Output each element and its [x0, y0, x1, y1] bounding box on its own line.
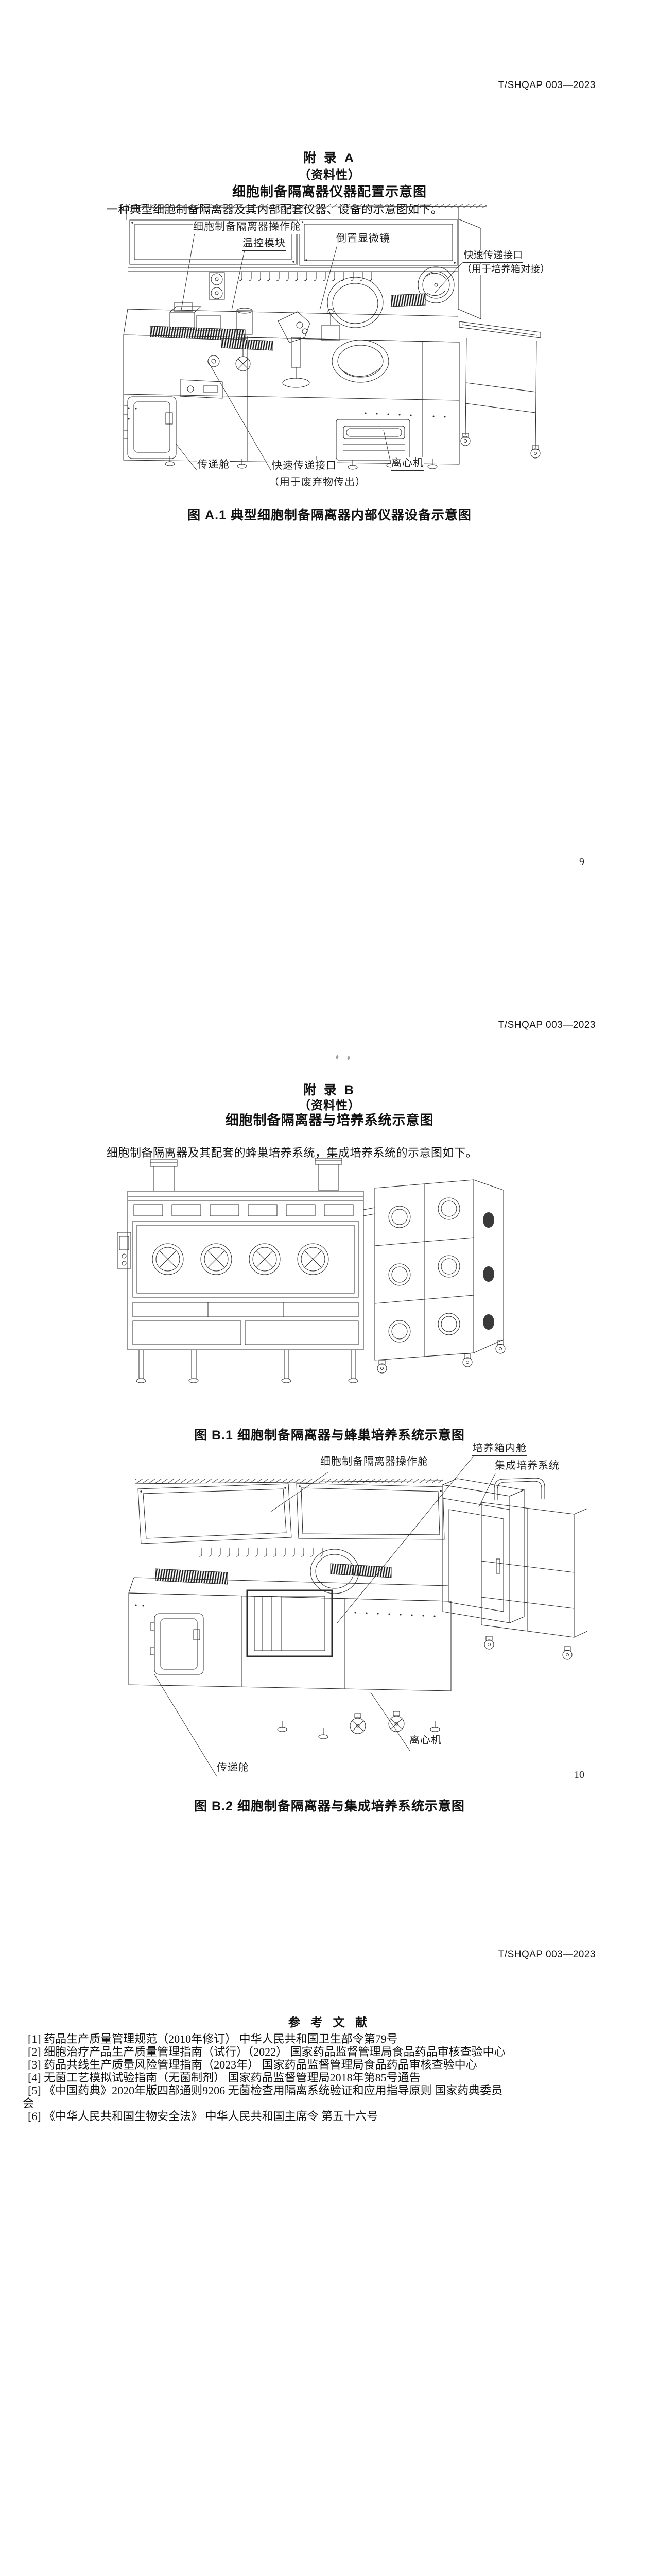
label-transfer-chamber: 传递舱: [197, 459, 230, 472]
figure-b2-drawing: [128, 1455, 587, 1777]
label-quick-port-waste-1: 快速传递接口: [271, 460, 337, 473]
hive-culture-cabinet: [374, 1179, 506, 1374]
label-quick-port-waste-2: （用于废弃物传出）: [268, 477, 367, 488]
appendix-b-heading: 细胞制备隔离器与培养系统示意图: [225, 1112, 434, 1128]
centrifuge-drawer: [336, 419, 410, 461]
roof-hatch: [135, 1479, 443, 1483]
leader-lines: [154, 1455, 496, 1777]
transfer-chamber-door: [123, 396, 177, 459]
hanging-hooks: [199, 1548, 323, 1557]
appendix-b-title: 附 录 B: [303, 1083, 356, 1097]
reference-item-3: [3] 药品共线生产质量风险管理指南（2023年） 国家药品监督管理局食品药品审…: [28, 2058, 477, 2071]
label-temperature-module: 温控模块: [242, 238, 286, 251]
window-sashes: [129, 219, 458, 266]
bench-hatch-oval: [332, 340, 389, 383]
page-number-10: 10: [574, 1769, 584, 1781]
standard-code-header-p3: T/SHQAP 003—2023: [498, 1949, 596, 1960]
appendix-a-subtitle: （资料性）: [299, 168, 360, 181]
page-number-9: 9: [579, 856, 584, 868]
figure-b1-caption: 图 B.1 细胞制备隔离器与蜂巢培养系统示意图: [194, 1428, 465, 1443]
transfer-chamber-door: [150, 1613, 204, 1675]
return-grille: [155, 1568, 228, 1585]
front-panels: [128, 1592, 452, 1691]
glove-port-ring: [327, 277, 384, 328]
return-grille: [391, 293, 426, 307]
standard-code-header-p1: T/SHQAP 003—2023: [498, 80, 596, 91]
incubator-inner-chamber-opening: [246, 1589, 333, 1657]
label-quick-port-incubator-1: 快速传递接口: [463, 250, 524, 263]
reference-item-4: [4] 无菌工艺模拟试验指南（无菌制剂） 国家药品监督管理局2018年第85号通…: [28, 2071, 421, 2084]
integrated-culture-cart: [481, 1478, 587, 1660]
label-quick-port-incubator-2: （用于培养箱对接）: [461, 264, 551, 275]
reference-item-5-continuation: 会: [23, 2097, 34, 2110]
label-inverted-microscope: 倒置显微镜: [336, 233, 391, 246]
hanging-hooks: [239, 272, 372, 281]
fan-filters: [209, 272, 225, 300]
incubator-cabinet: [442, 1478, 525, 1623]
standard-code-header-p2: T/SHQAP 003—2023: [498, 1020, 596, 1030]
label-operation-chamber-b2: 细胞制备隔离器操作舱: [320, 1456, 429, 1469]
label-centrifuge: 离心机: [391, 457, 424, 471]
appendix-b-intro: 细胞制备隔离器及其配套的蜂巢培养系统，集成培养系统的示意图如下。: [107, 1146, 478, 1159]
figure-a1-drawing: [123, 204, 541, 472]
docking-port: [418, 266, 455, 303]
figure-a1-caption: 图 A.1 典型细胞制备隔离器内部仪器设备示意图: [187, 508, 472, 522]
interior-equipment: [169, 302, 340, 399]
figure-b2-caption: 图 B.2 细胞制备隔离器与集成培养系统示意图: [194, 1799, 465, 1814]
glove-port-ring: [310, 1549, 359, 1594]
roof-hatch: [127, 204, 487, 208]
scan-artifact: [347, 1056, 350, 1060]
label-incubator-inner-chamber: 培养箱内舱: [472, 1443, 527, 1456]
label-transfer-chamber-b2: 传递舱: [216, 1762, 250, 1775]
leveling-feet: [165, 456, 438, 470]
front-panels: [123, 334, 460, 465]
reference-item-6: [6] 《中华人民共和国生物安全法》 中华人民共和国主席令 第五十六号: [28, 2110, 378, 2123]
appendix-a-title: 附 录 A: [303, 151, 356, 165]
figure-b1-drawing: [117, 1158, 506, 1383]
side-extension-table: [458, 218, 541, 459]
exhaust-stacks: [150, 1158, 342, 1192]
reference-item-2: [2] 细胞治疗产品生产质量管理指南（试行）（2022） 国家药品监督管理局食品…: [28, 2045, 506, 2058]
label-operation-chamber: 细胞制备隔离器操作舱: [193, 221, 302, 234]
feet-and-casters: [277, 1711, 440, 1739]
references-heading: 参 考 文 献: [288, 2015, 371, 2029]
window-sashes: [137, 1483, 445, 1544]
isolator-front-view: [117, 1191, 364, 1383]
reference-item-5: [5] 《中国药典》2020年版四部通则9206 无菌检查用隔离系统验证和应用指…: [28, 2084, 503, 2097]
leader-lines: [176, 232, 465, 472]
label-integrated-culture-system: 集成培养系统: [494, 1460, 560, 1473]
appendix-a-heading: 细胞制备隔离器仪器配置示意图: [232, 184, 427, 199]
label-centrifuge-b2: 离心机: [409, 1735, 442, 1748]
appendix-b-subtitle: （资料性）: [299, 1098, 360, 1112]
scan-artifact: [336, 1055, 339, 1059]
reference-item-1: [1] 药品生产质量管理规范（2010年修订） 中华人民共和国卫生部令第79号: [28, 2032, 398, 2045]
